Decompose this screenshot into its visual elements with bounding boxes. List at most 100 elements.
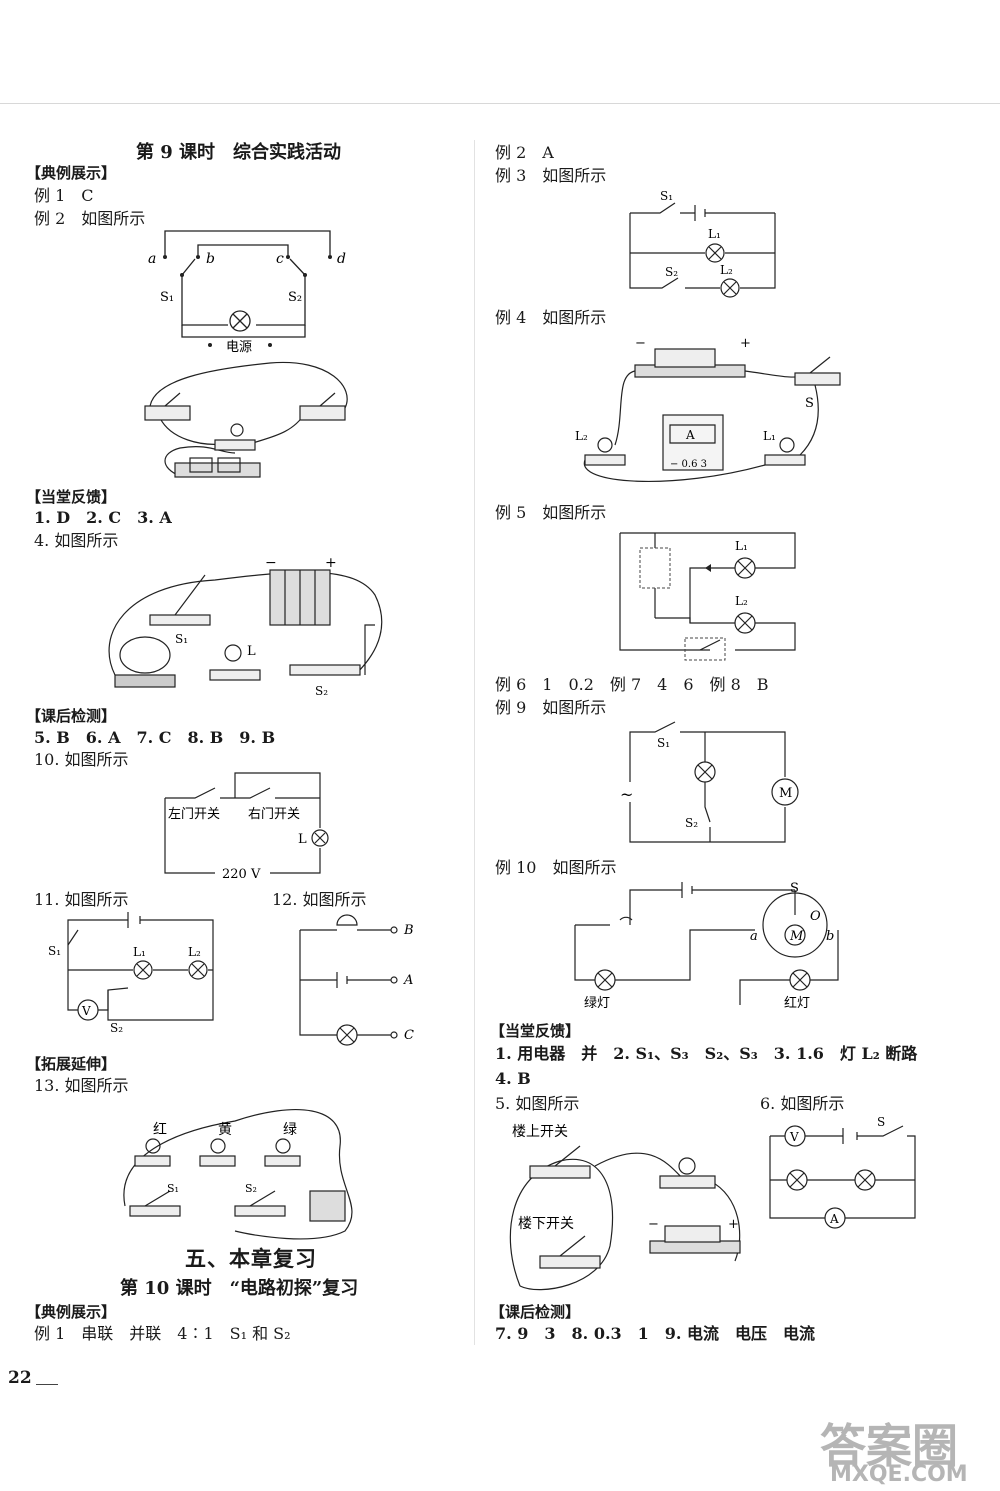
schematic-example-3: S₁ L₁ S₂ L₂ [629, 189, 776, 298]
page-number-rule [36, 1384, 58, 1385]
r-label-s: S [805, 396, 814, 411]
example-2-answer: 例 2 如图所示 [34, 209, 146, 228]
watermark-main: 答案圈 [820, 1419, 958, 1473]
r-after-7-9: 7. 9 3 8. 0.3 1 9. 电流 电压 电流 [495, 1324, 816, 1343]
r-label-l2-c: L₂ [735, 594, 748, 608]
label-power: 电源 [226, 340, 252, 355]
label-s2-c: S₂ [110, 1021, 123, 1035]
after-answers-5-9: 5. B 6. A 7. C 8. B 9. B [34, 728, 276, 747]
r-section-after-class: 【课后检测】 [490, 1303, 581, 1321]
r-label-v: V [789, 1130, 799, 1144]
r-example-3: 例 3 如图所示 [495, 166, 607, 185]
after-12: 12. 如图所示 [272, 890, 367, 909]
label-s2: S₂ [288, 290, 302, 305]
physical-circuit-door [144, 361, 348, 478]
r-feedback-4: 4. B [495, 1069, 531, 1088]
r-label-a: a [750, 929, 758, 944]
r-example-4: 例 4 如图所示 [495, 308, 607, 327]
label-s1-b: S₁ [175, 632, 188, 646]
r-label-s2: S₂ [665, 265, 678, 279]
schematic-voltmeter: S₁ L₁ L₂ V S₂ [48, 912, 214, 1035]
r-examples-6-8: 例 6 1 0.2 例 7 4 6 例 8 B [495, 675, 769, 694]
watermark-logo: 答案圈 [820, 1410, 958, 1476]
label-l: L [247, 644, 256, 659]
label-minus: − [265, 555, 277, 571]
schematic-example-5: L₁ L₂ [619, 532, 796, 661]
after-10: 10. 如图所示 [34, 750, 129, 769]
label-terminal-a: A [403, 973, 413, 988]
r-label-l1-b: L₁ [763, 429, 776, 443]
schematic-door-lamp: 左门开关 右门开关 L 220 V [164, 772, 329, 882]
r-label-s-c: S [877, 1115, 885, 1129]
r-feedback-6: 6. 如图所示 [760, 1094, 845, 1113]
r-example-2: 例 2 A [495, 143, 554, 162]
physical-circuit-stairs: 楼上开关 楼下开关 − + [509, 1124, 741, 1291]
r-label-minus-b: − [648, 1217, 659, 1232]
header-rule [0, 103, 1000, 104]
r-example-5: 例 5 如图所示 [495, 503, 607, 522]
r-label-l1-c: L₁ [735, 539, 748, 553]
r-label-plus-b: + [728, 1217, 739, 1232]
extend-13: 13. 如图所示 [34, 1076, 129, 1095]
label-l-b: L [298, 832, 307, 847]
physical-circuit-traffic: 红 黄 绿 S₁ S₂ [123, 1108, 353, 1240]
physical-circuit-ammeter: − + S L₂ L₁ A − 0.6 3 [575, 336, 841, 483]
after-11: 11. 如图所示 [34, 890, 129, 909]
schematic-bell-terminals: B A C [299, 914, 414, 1046]
r-section-feedback: 【当堂反馈】 [490, 1022, 581, 1040]
label-s1-d: S₁ [167, 1182, 179, 1195]
chapter-heading: 五、本章复习 [185, 1246, 317, 1271]
r-label-green-lamp: 绿灯 [584, 996, 610, 1011]
schematic-example-9-motor: S₁ S₂ M ~ [620, 721, 799, 843]
r-label-l2-b: L₂ [575, 429, 588, 443]
label-c: c [276, 251, 284, 267]
label-v: V [81, 1004, 91, 1018]
r-label-a-meter: A [829, 1212, 839, 1226]
r-label-s-b: S [790, 881, 799, 896]
section-examples-2: 【典例展示】 [26, 1303, 117, 1321]
section-feedback: 【当堂反馈】 [26, 488, 117, 506]
schematic-example-10-lamps: S O M a b 绿灯 红灯 [574, 881, 839, 1011]
r-label-s1-b: S₁ [657, 736, 670, 750]
r-label-downstairs: 楼下开关 [518, 1216, 574, 1232]
r-label-m: M [789, 929, 804, 944]
section-after-class: 【课后检测】 [26, 707, 117, 725]
r-feedback-1-3: 1. 用电器 并 2. S₁、S₃ S₂、S₃ 3. 1.6 灯 L₂ 断路 [495, 1044, 918, 1063]
label-terminal-b: B [403, 923, 414, 938]
r-label-red-lamp: 红灯 [784, 995, 810, 1011]
label-green: 绿 [283, 1122, 297, 1138]
r-label-b: b [826, 929, 834, 944]
r-label-o: O [810, 909, 821, 924]
r-label-motor: M [779, 786, 792, 801]
r-example-10: 例 10 如图所示 [495, 858, 617, 877]
label-l1: L₁ [133, 945, 146, 959]
page-number: 22 [8, 1368, 32, 1388]
label-terminal-c: C [404, 1028, 414, 1043]
section-extend: 【拓展延伸】 [26, 1055, 117, 1073]
r-label-s1: S₁ [660, 189, 673, 203]
r-label-ammeter: A [685, 428, 695, 442]
schematic-feedback-6: V S A [769, 1115, 916, 1229]
label-yellow: 黄 [218, 1121, 232, 1138]
label-s1-c: S₁ [48, 944, 61, 958]
lesson-10-title: 第 10 课时 “电路初探”复习 [120, 1278, 359, 1299]
watermark-url: MXQE.COM [830, 1462, 968, 1487]
r-example-9: 例 9 如图所示 [495, 698, 607, 717]
feedback-4: 4. 如图所示 [34, 531, 119, 550]
r-label-ac: ~ [620, 785, 633, 804]
label-left-door: 左门开关 [168, 807, 220, 822]
label-220v: 220 V [222, 867, 261, 882]
r-label-meter-range: − 0.6 3 [670, 459, 707, 470]
lesson10-example-1: 例 1 串联 并联 4∶1 S₁ 和 S₂ [34, 1324, 291, 1343]
r-label-l1: L₁ [708, 227, 721, 241]
label-a: a [148, 251, 156, 267]
physical-circuit-battery: + − S₁ L S₂ [108, 555, 383, 698]
example-1-answer: 例 1 C [34, 186, 94, 205]
label-s2-d: S₂ [245, 1182, 257, 1195]
r-label-l2: L₂ [720, 263, 733, 277]
column-divider [474, 140, 475, 1345]
r-label-plus: + [740, 336, 751, 351]
r-label-upstairs: 楼上开关 [512, 1124, 568, 1140]
r-feedback-5: 5. 如图所示 [495, 1094, 580, 1113]
label-d: d [337, 251, 346, 267]
